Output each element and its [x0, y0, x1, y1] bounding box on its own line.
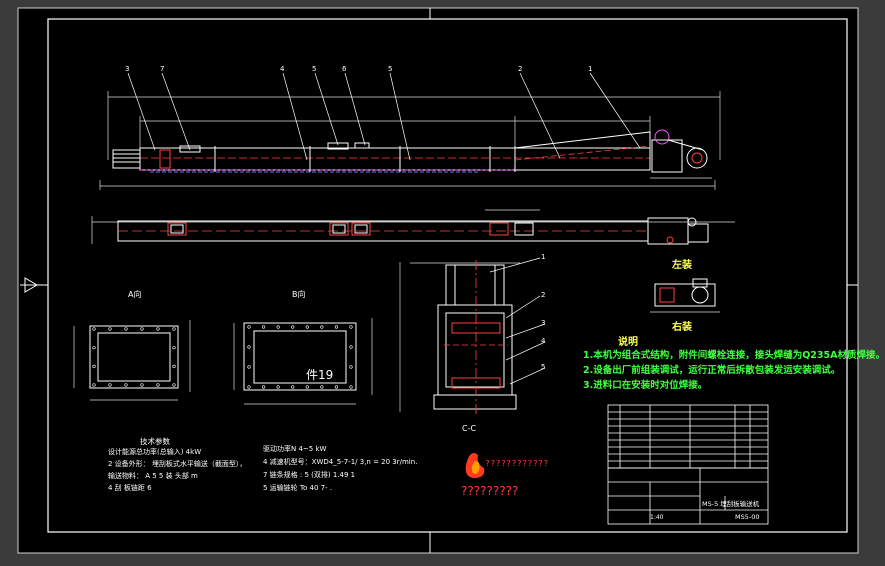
bolt-hole — [140, 383, 144, 387]
bolt-hole — [349, 345, 353, 349]
inlet-1 — [179, 145, 201, 153]
bolt-hole — [92, 346, 96, 350]
bolt-hole — [261, 385, 266, 389]
bolt-hole — [156, 327, 160, 331]
bolt-hole — [349, 365, 353, 369]
bolt-hole — [320, 385, 324, 389]
label-layer — [92, 325, 353, 389]
bolt-hole — [172, 346, 176, 350]
bolt-hole — [108, 383, 112, 387]
title-block — [607, 404, 769, 525]
view-a-flange — [73, 320, 191, 401]
head-incline — [514, 131, 651, 171]
bolt-hole — [124, 327, 128, 331]
callout-leaders — [127, 72, 641, 385]
bolt-hole — [247, 365, 251, 369]
bolt-hole — [349, 325, 353, 329]
drive-side-view — [650, 278, 720, 313]
bolt-hole — [305, 385, 309, 389]
drawing-frame — [47, 18, 848, 533]
bolt-hole — [172, 364, 176, 368]
bolt-hole — [156, 383, 160, 387]
section-cc-view — [399, 260, 520, 415]
plan-inlet-1 — [167, 222, 187, 236]
front-dimensions — [99, 91, 721, 190]
frame-center-marks — [20, 8, 858, 553]
plan-outlet — [489, 222, 509, 236]
bolt-hole — [349, 385, 353, 389]
bolt-hole — [334, 325, 339, 329]
parts-list-rows — [608, 411, 768, 462]
bolt-hole — [108, 327, 112, 331]
tail-end — [112, 149, 141, 169]
plan-inlet-2 — [329, 222, 349, 236]
bolt-hole — [172, 383, 176, 387]
bolt-hole — [124, 383, 128, 387]
bolt-hole — [247, 345, 251, 349]
head-drive-box — [651, 139, 683, 173]
plan-view — [91, 209, 735, 245]
bolt-hole — [92, 364, 96, 368]
inlet-2 — [327, 142, 349, 150]
bolt-hole — [172, 327, 176, 331]
bolt-hole — [261, 325, 266, 329]
bolt-hole — [291, 325, 295, 329]
bolt-hole — [247, 325, 251, 329]
bolt-hole — [92, 383, 96, 387]
bolt-hole — [291, 385, 295, 389]
bolt-hole — [276, 385, 280, 389]
drawing-sheet — [17, 7, 859, 554]
bolt-hole — [92, 327, 96, 331]
front-elevation-view — [99, 91, 721, 190]
section-base — [433, 394, 517, 410]
bolt-hole — [140, 327, 144, 331]
drive-motor — [654, 129, 670, 145]
bolt-hole — [247, 385, 251, 389]
bolt-hole — [320, 325, 324, 329]
company-logo — [465, 452, 485, 478]
view-b-flange — [233, 318, 373, 405]
bolt-hole — [305, 325, 309, 329]
bolt-hole — [334, 385, 339, 389]
drawing-svg — [17, 7, 859, 554]
bolt-hole — [276, 325, 280, 329]
